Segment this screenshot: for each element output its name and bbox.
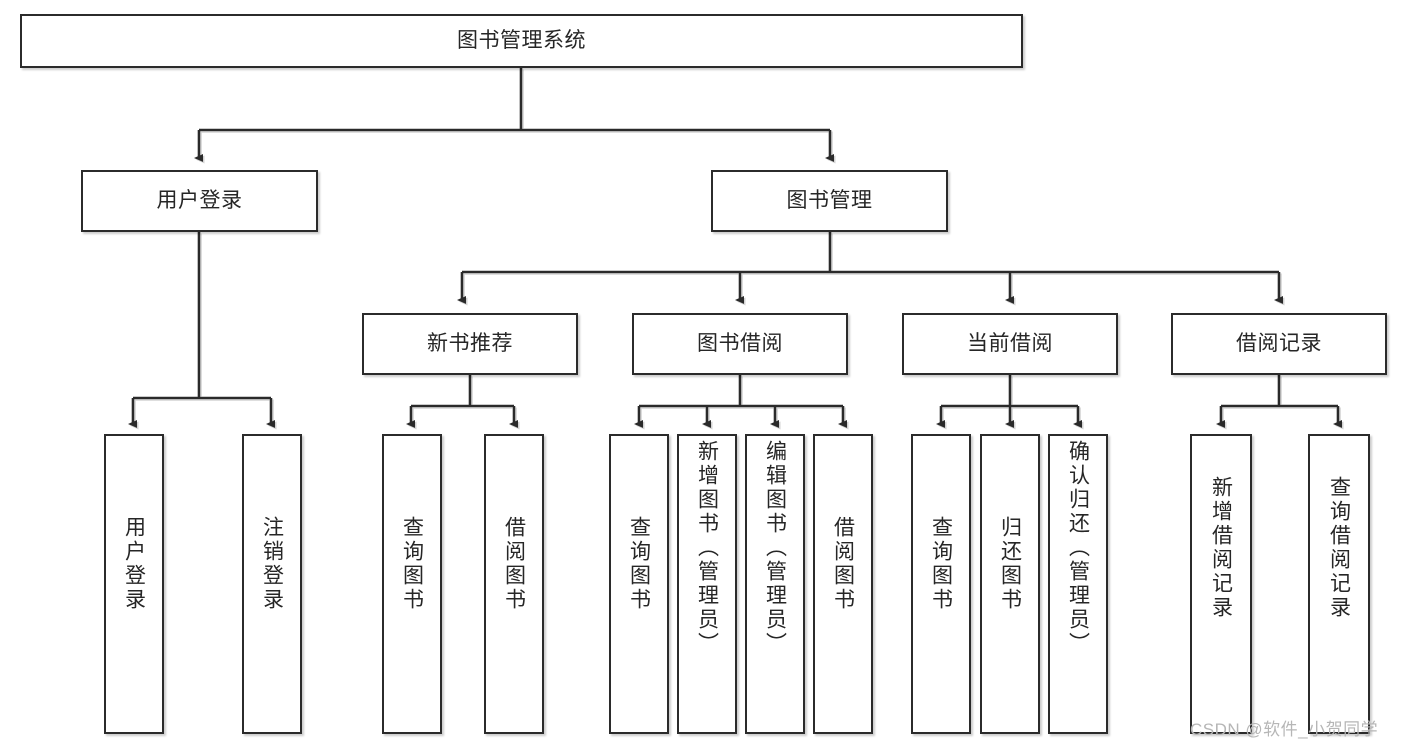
node-new-book-recommend[interactable]: 新书推荐 bbox=[362, 313, 578, 375]
leaf-user-login-signout[interactable]: 注销登录 bbox=[242, 434, 302, 734]
leaf-new-book-borrow[interactable]: 借阅图书 bbox=[484, 434, 544, 734]
leaf-borrow-record-query[interactable]: 查询借阅记录 bbox=[1308, 434, 1370, 734]
node-label: 图书管理系统 bbox=[457, 28, 586, 52]
watermark-text: CSDN @软件_小贺同学 bbox=[1190, 720, 1379, 739]
leaf-new-book-query[interactable]: 查询图书 bbox=[382, 434, 442, 734]
node-label: 图书借阅 bbox=[697, 331, 783, 355]
node-label: 用户登录 bbox=[156, 188, 243, 212]
leaf-book-borrow-add[interactable]: 新增图书（管理员） bbox=[677, 434, 737, 734]
leaf-borrow-record-add[interactable]: 新增借阅记录 bbox=[1190, 434, 1252, 734]
node-label: 借阅图书 bbox=[502, 516, 526, 612]
leaf-current-borrow-confirm[interactable]: 确认归还（管理员） bbox=[1048, 434, 1108, 734]
leaf-book-borrow-query[interactable]: 查询图书 bbox=[609, 434, 669, 734]
node-label: 查询图书 bbox=[400, 516, 424, 612]
node-label: 新书推荐 bbox=[427, 331, 513, 355]
node-label: 查询图书 bbox=[929, 516, 953, 612]
leaf-user-login-signin[interactable]: 用户登录 bbox=[104, 434, 164, 734]
node-borrow-record[interactable]: 借阅记录 bbox=[1171, 313, 1387, 375]
node-label: 当前借阅 bbox=[967, 331, 1053, 355]
node-label: 用户登录 bbox=[122, 516, 146, 612]
node-label: 确认归还（管理员） bbox=[1066, 440, 1090, 656]
node-label: 新增图书（管理员） bbox=[695, 440, 719, 656]
node-label: 查询借阅记录 bbox=[1327, 476, 1351, 620]
node-label: 图书管理 bbox=[786, 188, 873, 212]
node-label: 借阅图书 bbox=[831, 516, 855, 612]
node-label: 借阅记录 bbox=[1236, 331, 1322, 355]
node-current-borrow[interactable]: 当前借阅 bbox=[902, 313, 1118, 375]
node-label: 新增借阅记录 bbox=[1209, 476, 1233, 620]
node-book-borrow[interactable]: 图书借阅 bbox=[632, 313, 848, 375]
leaf-book-borrow-lend[interactable]: 借阅图书 bbox=[813, 434, 873, 734]
node-root-system[interactable]: 图书管理系统 bbox=[20, 14, 1023, 68]
node-book-management[interactable]: 图书管理 bbox=[711, 170, 948, 232]
node-label: 查询图书 bbox=[627, 516, 651, 612]
leaf-book-borrow-edit[interactable]: 编辑图书（管理员） bbox=[745, 434, 805, 734]
node-label: 注销登录 bbox=[260, 516, 284, 612]
node-label: 编辑图书（管理员） bbox=[763, 440, 787, 656]
leaf-current-borrow-return[interactable]: 归还图书 bbox=[980, 434, 1040, 734]
node-label: 归还图书 bbox=[998, 516, 1022, 612]
node-user-login[interactable]: 用户登录 bbox=[81, 170, 318, 232]
leaf-current-borrow-query[interactable]: 查询图书 bbox=[911, 434, 971, 734]
